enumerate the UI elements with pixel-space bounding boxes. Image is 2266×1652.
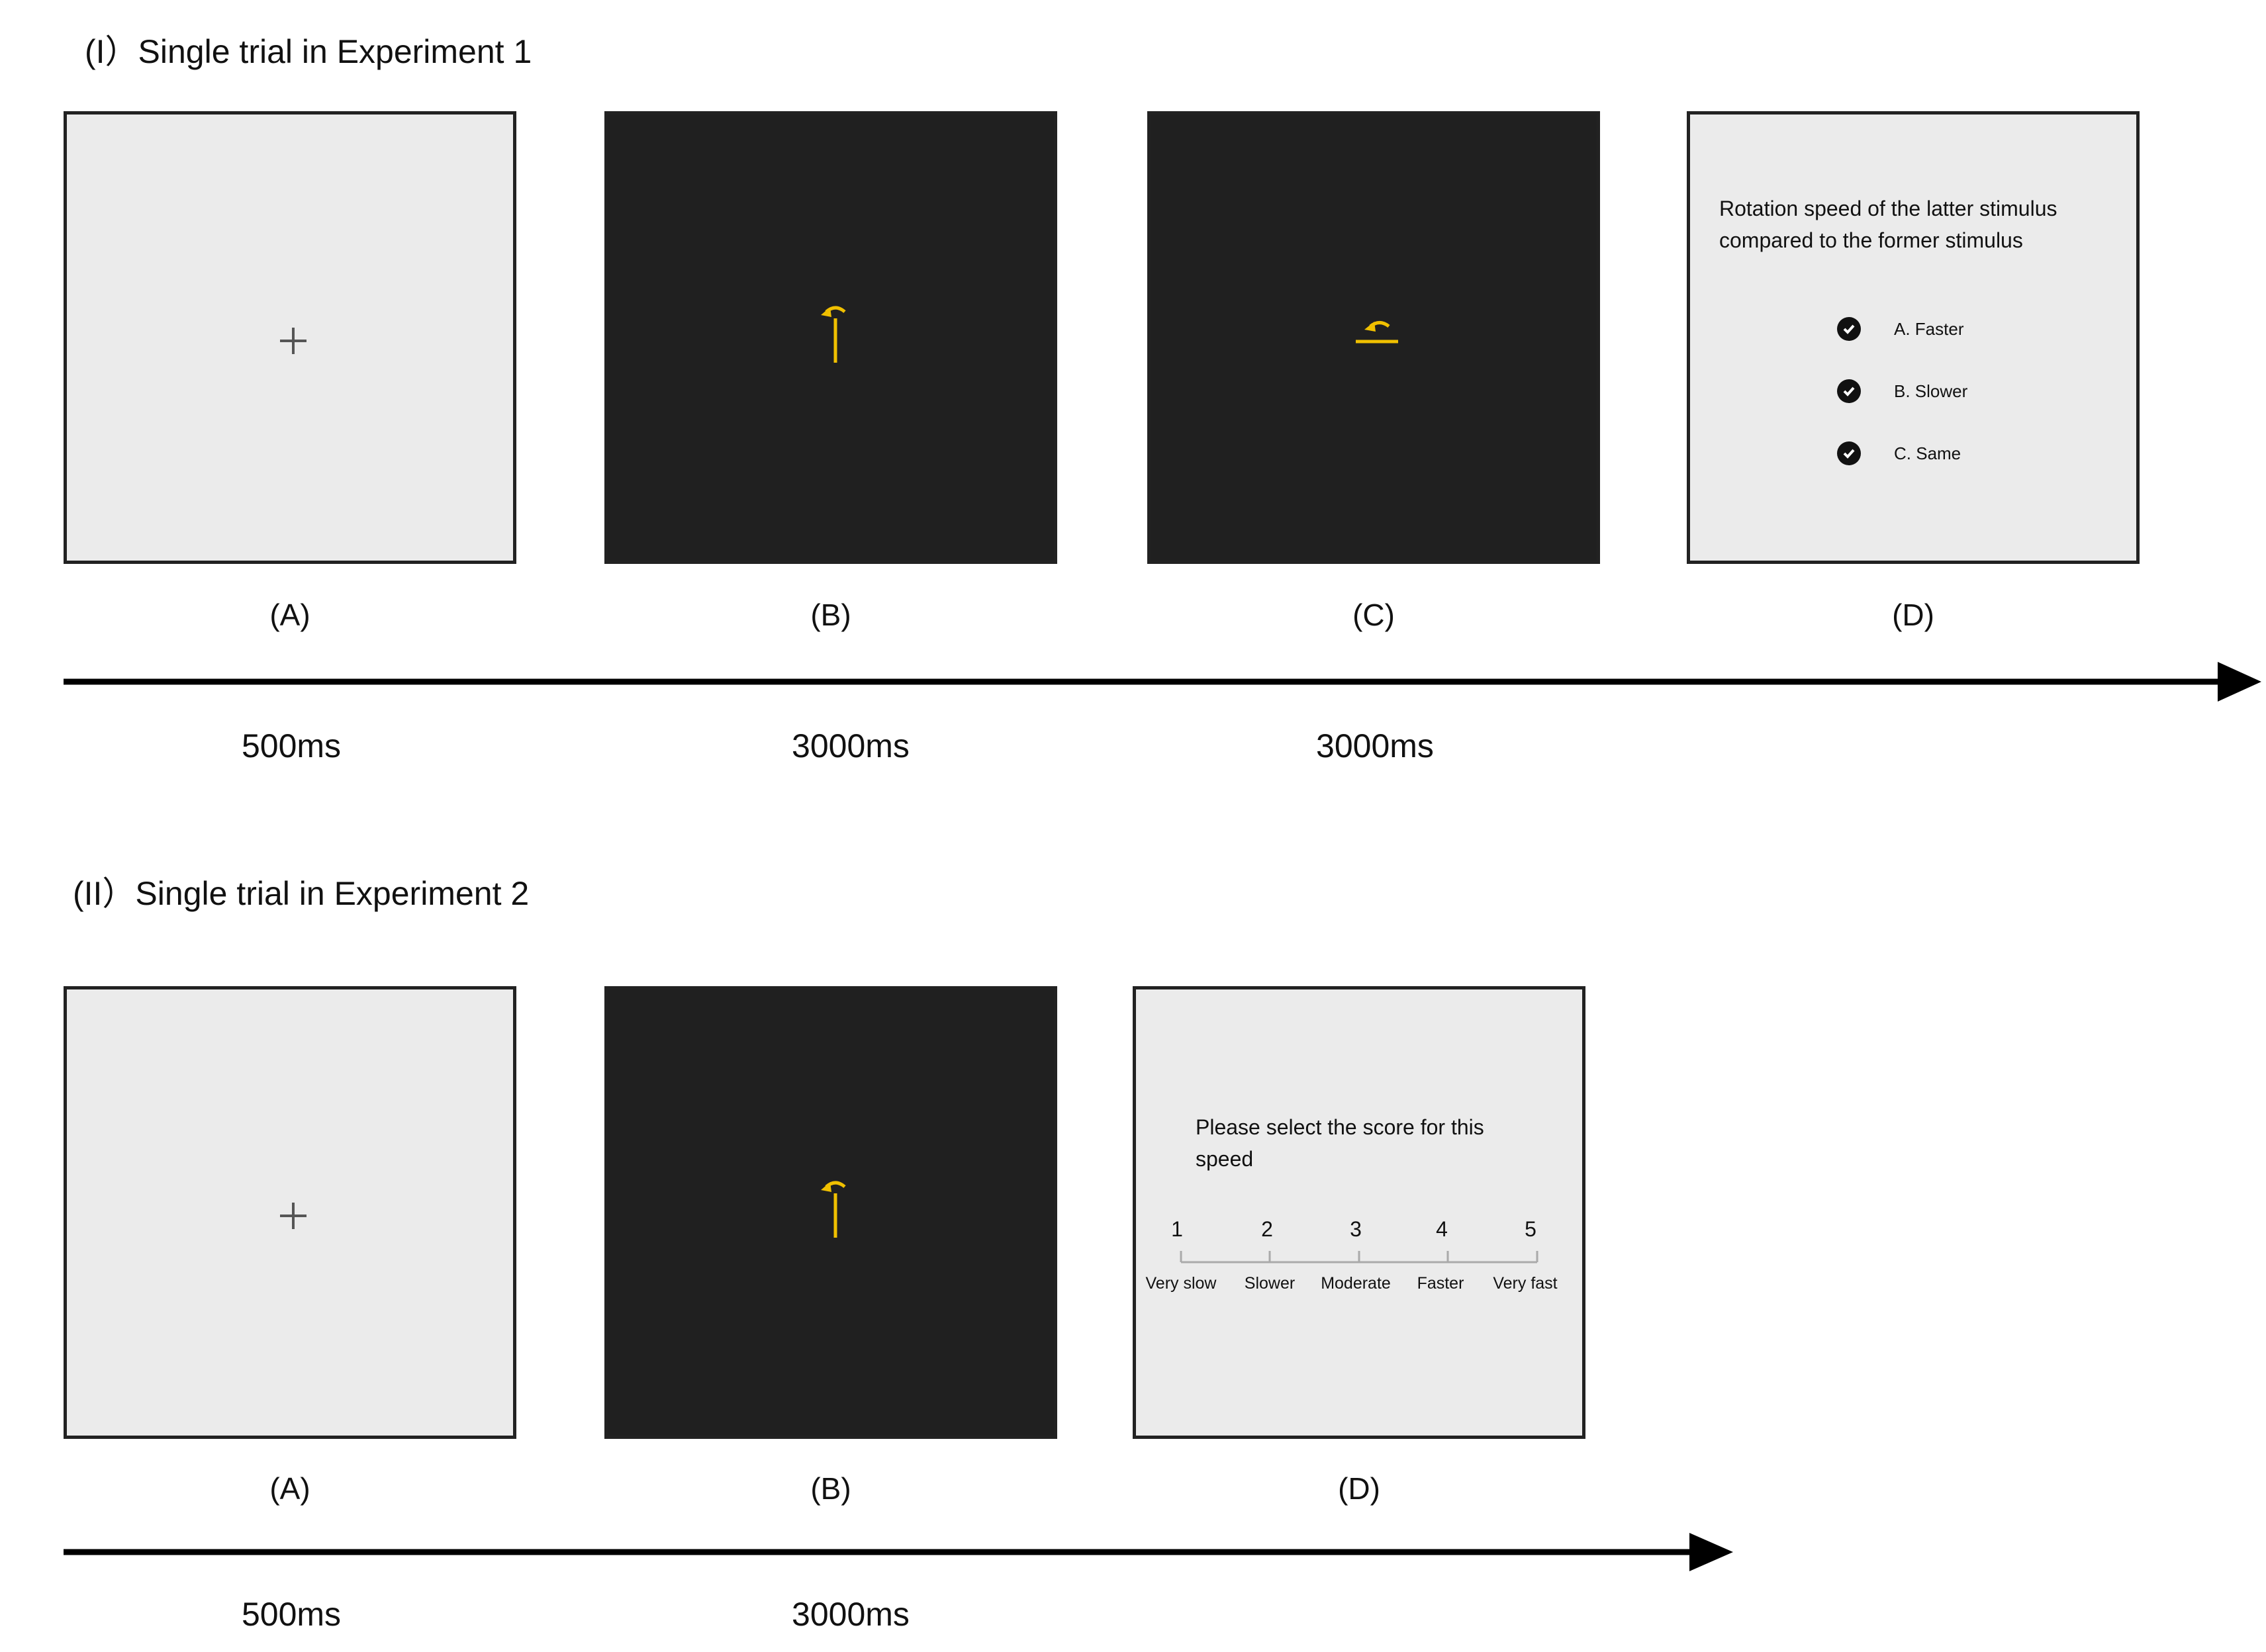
scale-label-very-slow: Very slow xyxy=(1145,1274,1217,1293)
scale-label-slower: Slower xyxy=(1244,1274,1296,1293)
exp1-label-b: (B) xyxy=(810,598,851,632)
option-faster[interactable]: A. Faster xyxy=(1837,316,1963,342)
fixation-cross-icon xyxy=(280,1203,307,1229)
check-circle-icon xyxy=(1837,379,1861,403)
option-label: B. Slower xyxy=(1894,381,1968,401)
experiment-2-title: (II）Single trial in Experiment 2 xyxy=(73,875,530,912)
option-slower[interactable]: B. Slower xyxy=(1837,378,1967,404)
exp2-label-d: (D) xyxy=(1338,1471,1380,1506)
exp2-panel-b-stimulus xyxy=(604,986,1057,1439)
exp1-panel-d-question: Rotation speed of the latter stimulus co… xyxy=(1687,111,2140,564)
scale-point-3[interactable]: 3 xyxy=(1350,1217,1362,1241)
scale-label-very-fast: Very fast xyxy=(1493,1274,1558,1293)
check-circle-icon xyxy=(1837,441,1861,465)
question-line-2: compared to the former stimulus xyxy=(1719,228,2023,252)
exp1-label-c: (C) xyxy=(1352,598,1395,632)
experiment-1-title: (I）Single trial in Experiment 1 xyxy=(85,33,532,70)
option-same[interactable]: C. Same xyxy=(1837,440,1961,467)
exp2-panel-d-rating: Please select the score for this speed 1… xyxy=(1133,986,1585,1439)
fixation-cross-icon xyxy=(280,328,307,354)
scale-point-4[interactable]: 4 xyxy=(1436,1217,1448,1241)
exp1-label-d: (D) xyxy=(1892,598,1934,632)
rating-question-line-2: speed xyxy=(1196,1147,1254,1171)
scale-point-1[interactable]: 1 xyxy=(1171,1217,1183,1241)
exp2-duration-a: 500ms xyxy=(241,1596,342,1633)
exp1-label-a: (A) xyxy=(269,598,310,632)
question-line-1: Rotation speed of the latter stimulus xyxy=(1719,197,2057,220)
rotating-stimulus-icon xyxy=(821,306,846,363)
exp2-duration-b: 3000ms xyxy=(792,1596,910,1633)
exp1-duration-a: 500ms xyxy=(241,727,342,764)
exp2-label-b: (B) xyxy=(810,1471,851,1506)
exp1-panel-c-stimulus xyxy=(1147,111,1600,564)
scale-point-2[interactable]: 2 xyxy=(1261,1217,1273,1241)
exp1-duration-c: 3000ms xyxy=(1316,727,1434,764)
exp2-label-a: (A) xyxy=(269,1471,310,1506)
exp1-duration-b: 3000ms xyxy=(792,727,910,764)
scale-point-5[interactable]: 5 xyxy=(1525,1217,1536,1241)
rating-question-line-1: Please select the score for this xyxy=(1196,1115,1484,1139)
rating-scale-line xyxy=(1180,1251,1538,1263)
exp2-panel-a-fixation xyxy=(64,986,516,1439)
option-label: A. Faster xyxy=(1894,318,1964,339)
scale-label-faster: Faster xyxy=(1417,1274,1464,1293)
check-circle-icon xyxy=(1837,317,1861,341)
scale-label-moderate: Moderate xyxy=(1321,1274,1391,1293)
rotating-stimulus-icon xyxy=(821,1181,846,1238)
rotating-stimulus-icon xyxy=(1356,321,1398,344)
exp1-panel-a-fixation xyxy=(64,111,516,564)
exp1-panel-b-stimulus xyxy=(604,111,1057,564)
option-label: C. Same xyxy=(1894,443,1961,463)
